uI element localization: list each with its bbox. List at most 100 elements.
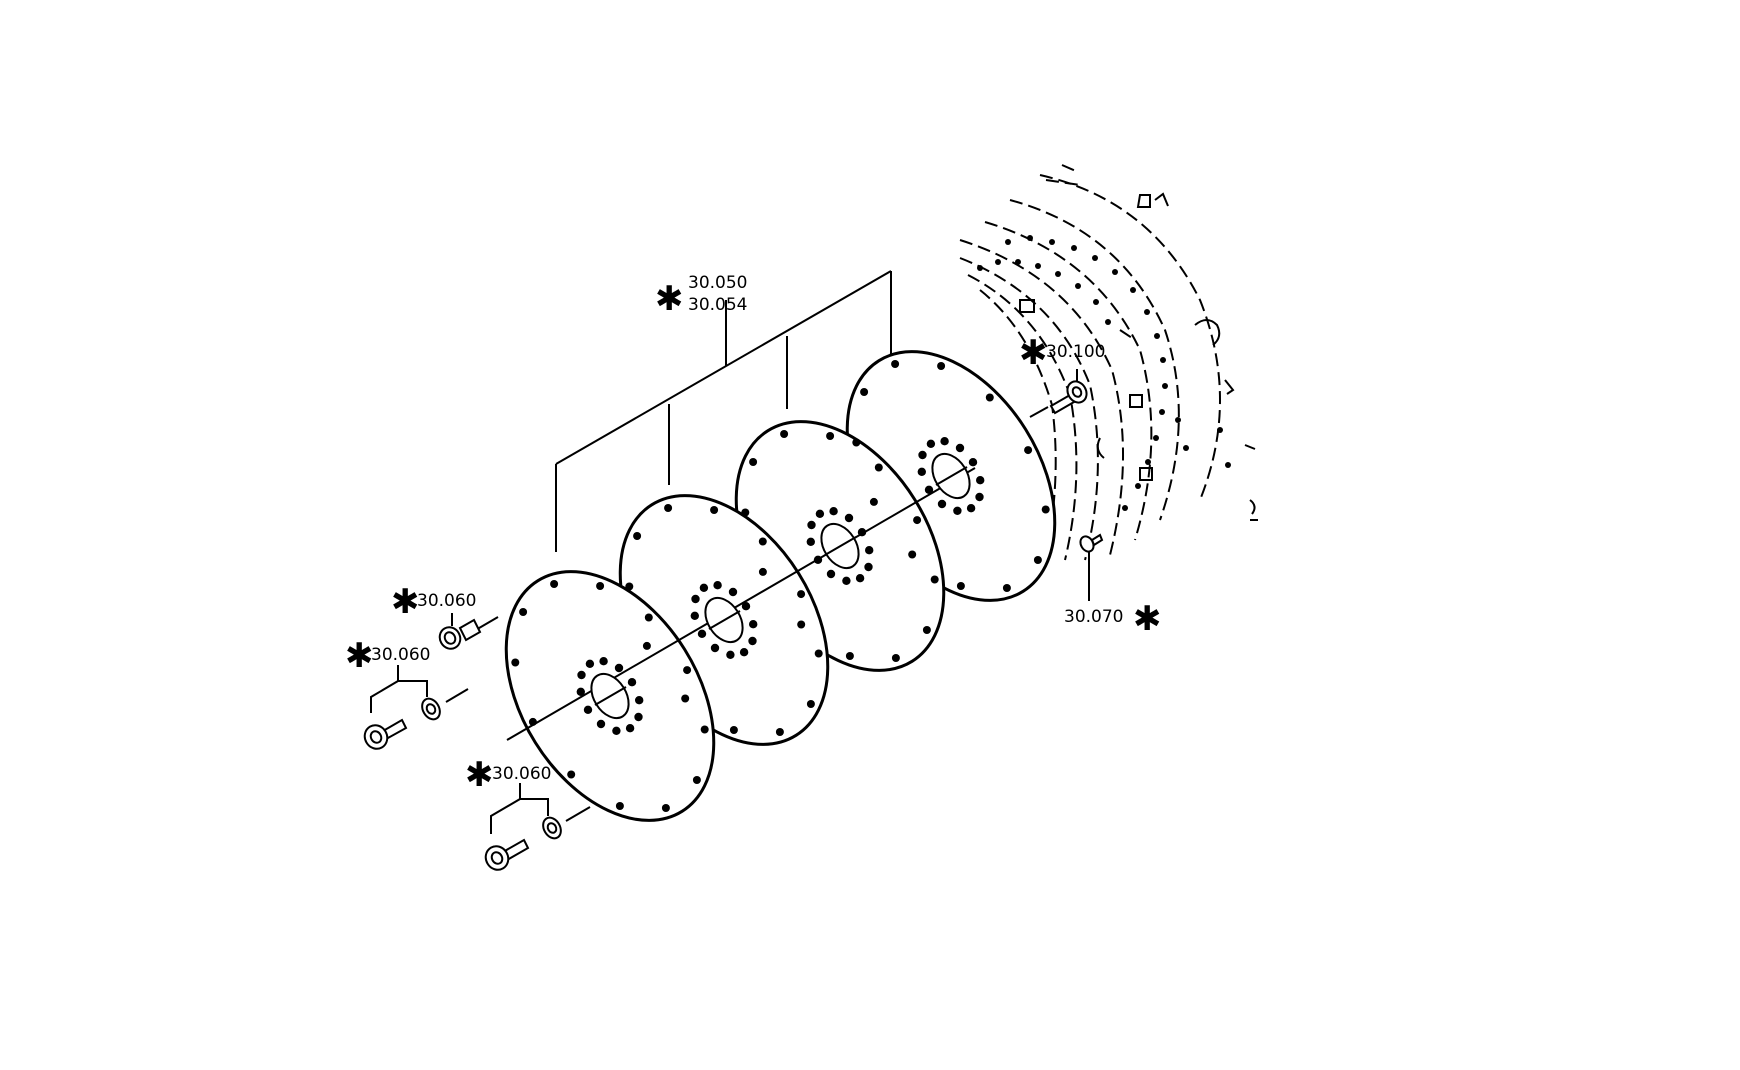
axis-through-hubs [594, 466, 968, 706]
bolt-hole [813, 555, 823, 564]
part-number-label: 30.070 [1064, 607, 1123, 627]
part-number-label: 30.060 [417, 591, 476, 611]
bolt-hole [1041, 505, 1050, 514]
callout-bolt-mid: ✱ 30.060 [345, 636, 430, 676]
bolt-hole [690, 611, 699, 620]
housing-bolt-circle [977, 235, 1231, 511]
bolt-hole [975, 492, 984, 502]
callout-bolt-top: ✱ 30.060 [391, 582, 476, 622]
bolt-hole [1002, 584, 1011, 592]
bolt-hole [519, 608, 528, 616]
bolt-hole [528, 717, 537, 726]
bolt-hole [775, 728, 784, 736]
bolt-hole [806, 700, 815, 708]
bolt-hole [550, 580, 559, 588]
bolt-hole [612, 726, 621, 735]
bolt-hole [726, 650, 735, 659]
flywheel-housing-details [1019, 192, 1258, 521]
bolt-hole [937, 499, 947, 509]
bolt-hole [635, 696, 644, 705]
bolt-hole [842, 576, 851, 585]
hex-bolt-with-washer-mid [363, 665, 469, 750]
bolt-hole [713, 581, 722, 590]
bolt-hole [729, 726, 738, 734]
bolt-hole [966, 504, 976, 513]
bolt-hole [780, 430, 789, 438]
callout-screw-right: ✱ 30.100 [1019, 333, 1105, 373]
bolt-hole [874, 463, 883, 472]
asterisk-icon: ✱ [345, 636, 374, 676]
bolt-hole [865, 546, 874, 555]
bolt-hole [697, 629, 707, 638]
bolt-hole [748, 636, 757, 646]
bolt-hole [953, 506, 962, 515]
asterisk-icon: ✱ [1019, 333, 1048, 373]
bolt-hole [633, 532, 642, 540]
bolt-hole [710, 643, 720, 653]
bolt-hole [844, 513, 854, 523]
bolt-hole [644, 613, 653, 622]
bolt-hole [627, 678, 637, 687]
bolt-hole [692, 776, 701, 784]
plates-leader-lines [555, 270, 892, 552]
bolt-hole [797, 620, 806, 629]
part-number-label: 30.060 [371, 645, 430, 665]
part-number-label: 30.050 [688, 273, 747, 293]
bolt-hole [576, 687, 585, 696]
bolt-hole [749, 620, 758, 629]
bolt-hole [1024, 446, 1033, 455]
bolt-hole [855, 574, 865, 583]
bolt-hole [758, 537, 767, 546]
bolt-hole [567, 770, 576, 779]
bolt-hole [1033, 556, 1042, 564]
bolt-hole [596, 582, 605, 590]
bolt-hole [699, 583, 709, 592]
bolt-hole [807, 520, 816, 530]
bolt-hole [940, 437, 949, 446]
asterisk-icon: ✱ [391, 582, 420, 622]
bolt-hole [511, 658, 520, 667]
bolt-hole [710, 506, 719, 514]
hex-bolt-top [438, 613, 499, 650]
bolt-hole [749, 458, 758, 466]
asterisk-icon: ✱ [655, 279, 684, 319]
bolt-hole [664, 504, 673, 512]
bolt-hole [815, 509, 825, 518]
bolt-hole [642, 641, 651, 650]
bolt-hole [700, 725, 709, 734]
bolt-hole [926, 439, 936, 448]
bolt-hole [891, 360, 900, 368]
bolt-hole [918, 450, 927, 460]
bolt-hole [956, 582, 965, 590]
bolt-hole [869, 497, 878, 506]
callout-plates: ✱ 30.050 30.054 [655, 273, 747, 319]
bolt-hole [691, 594, 700, 604]
part-number-label: 30.100 [1046, 342, 1105, 362]
assembly-axis-line [506, 467, 976, 741]
bolt-hole [829, 507, 838, 516]
bolt-hole [937, 362, 946, 370]
bolt-hole [826, 569, 836, 579]
bolt-hole [583, 705, 593, 714]
bolt-hole [891, 654, 900, 662]
bolt-hole [985, 393, 994, 402]
bolt-hole [797, 590, 806, 599]
bolt-hole [634, 712, 643, 722]
bolt-hole [860, 388, 869, 396]
screw-right [1029, 369, 1088, 418]
bolt-hole [968, 458, 978, 467]
bolt-hole [826, 432, 835, 440]
bolt-hole [596, 719, 606, 729]
bolt-hole [922, 626, 931, 634]
bolt-hole [908, 550, 917, 559]
bolt-hole [924, 485, 934, 494]
asterisk-icon: ✱ [465, 755, 494, 795]
bolt-hole [930, 575, 939, 584]
bolt-hole [864, 562, 873, 572]
bolt-hole [683, 666, 692, 675]
bolt-hole [845, 652, 854, 660]
bolt-hole [857, 528, 867, 537]
bolt-hole [758, 567, 767, 576]
callout-plug: 30.070 ✱ [1064, 599, 1162, 639]
